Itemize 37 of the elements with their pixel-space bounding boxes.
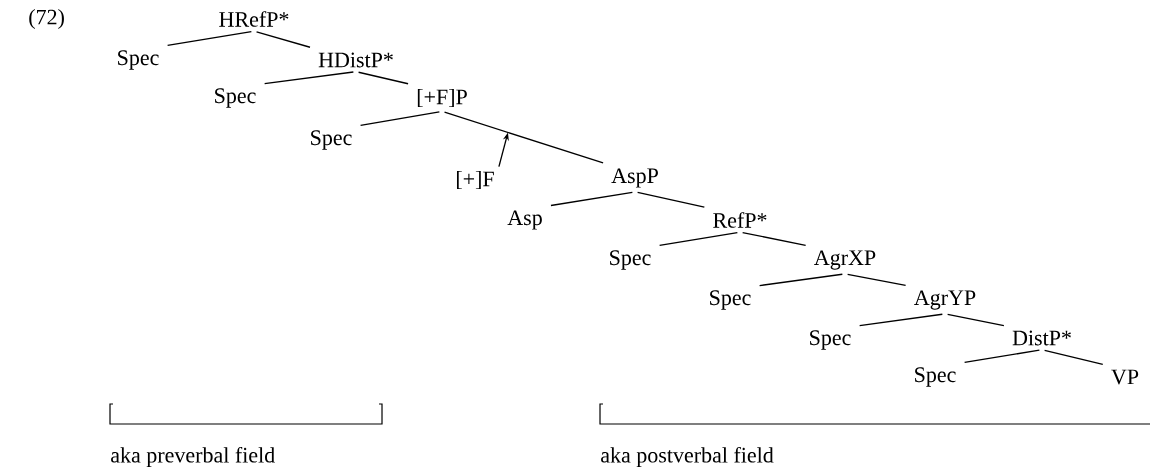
tree-label: Spec: [710, 290, 751, 310]
branch-line: [758, 273, 844, 287]
branch-line: [946, 313, 1005, 327]
branch-line: [255, 31, 311, 48]
branch-line: [636, 191, 705, 208]
tree-label: Spec: [810, 330, 851, 350]
tree-label: AgrYP: [914, 290, 976, 310]
field-label: aka postverbal field: [601, 446, 774, 468]
tree-label: DistP*: [1012, 330, 1071, 346]
branch-line: [359, 111, 441, 127]
branch-line: [166, 30, 253, 47]
branch-line: [1043, 349, 1104, 366]
branch-line: [963, 349, 1041, 364]
tree-label: RefP*: [713, 212, 767, 228]
tree-label: [+F]P: [417, 88, 467, 108]
tree-label: Spec: [915, 367, 956, 387]
tree-label: [+]F: [457, 170, 494, 190]
tree-label: Asp: [507, 210, 542, 230]
tree-label: Spec: [311, 130, 352, 150]
branch-line: [357, 71, 409, 85]
tree-label: AspP: [611, 168, 658, 188]
tree-label: AgrXP: [814, 250, 876, 270]
tree-label: VP: [1111, 369, 1139, 385]
tree-label: Spec: [610, 250, 651, 270]
branch-line: [658, 231, 739, 247]
tree-label: Spec: [215, 88, 256, 108]
branch-line: [741, 232, 807, 246]
field-label: aka preverbal field: [111, 446, 275, 468]
branch-line: [263, 71, 355, 85]
branch-line: [550, 191, 634, 207]
example-number: (72): [29, 9, 64, 29]
tree-label: Spec: [118, 50, 159, 70]
branch-line: [846, 273, 907, 287]
branch-line: [443, 111, 604, 164]
branch-line: [858, 313, 944, 327]
tree-label: HRefP*: [219, 11, 289, 27]
tree-label: HDistP*: [318, 52, 393, 68]
